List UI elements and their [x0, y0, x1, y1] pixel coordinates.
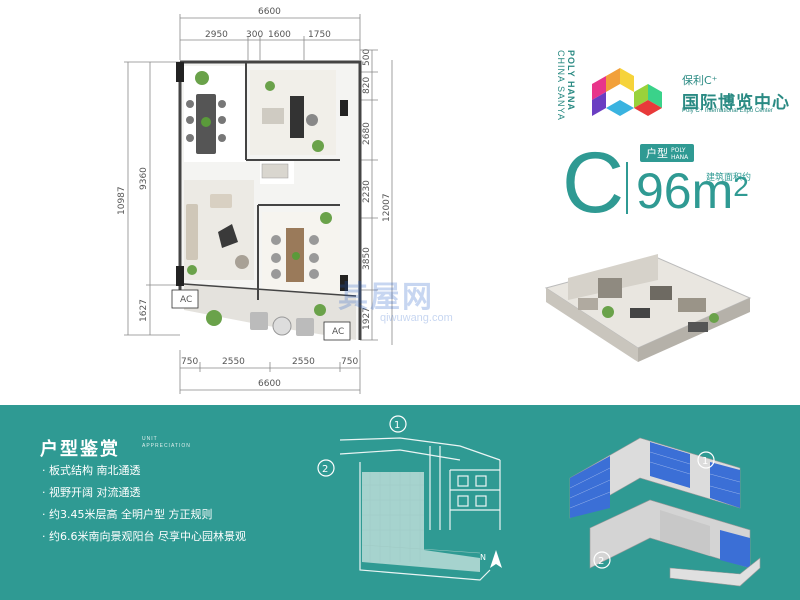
- dim-top-total: 6600: [258, 7, 281, 17]
- brand-logo-mark: [592, 68, 662, 116]
- study-desk: [262, 81, 324, 152]
- dim-top-seg-4: 1750: [308, 30, 331, 40]
- dim-top-seg-1: 2950: [205, 30, 228, 40]
- living-room-sofa: [186, 194, 249, 275]
- dim-bottom-seg-3: 2550: [292, 357, 315, 367]
- features-list: · 板式结构 南北通透 · 视野开阔 对流通透 · 约3.45米层高 全明户型 …: [42, 460, 246, 548]
- unit-area-value: 96m: [636, 163, 734, 219]
- logo-subtitle: Poly C+ International Expo Center: [682, 108, 773, 114]
- dim-right-5: 3850: [362, 247, 372, 270]
- dim-bottom-total: 6600: [258, 379, 281, 389]
- meeting-table: [271, 212, 332, 282]
- feature-item: · 板式结构 南北通透: [42, 464, 141, 477]
- unit-type-letter: C: [562, 135, 625, 231]
- watermark-url: qiwuwang.com: [380, 312, 453, 324]
- floor-plan: 6600 2950 300 1600 1750 10987 9360 1627 …: [117, 7, 393, 394]
- ac-unit-right: AC: [323, 321, 351, 341]
- top-dimensions: [179, 14, 361, 60]
- unit-area-label: 建筑面积约: [706, 173, 752, 183]
- features-title: 户型鉴赏: [40, 439, 120, 460]
- ac-unit-left: AC: [171, 289, 199, 309]
- logo-brand-name: 保利C⁺: [682, 74, 718, 87]
- unit-area-sup: 2: [733, 171, 749, 202]
- building-model-1: [569, 437, 741, 519]
- site-marker-1: 1: [394, 420, 400, 431]
- plant-icon: [195, 71, 209, 85]
- unit-type-badge-label: 户型: [646, 147, 668, 160]
- watermark-text: 其屋网: [338, 280, 434, 315]
- logo-title: 国际博览中心: [682, 93, 790, 113]
- right-dimensions: [360, 49, 393, 345]
- dim-right-6: 1927: [362, 307, 372, 330]
- dim-left-upper: 9360: [139, 167, 149, 190]
- brand-vertical-text: POLY HANA CHINA SANYA: [556, 50, 576, 140]
- brand-vertical-line-1: POLY HANA: [566, 50, 576, 112]
- dim-left-total: 10987: [117, 186, 127, 215]
- feature-item: · 约3.45米层高 全明户型 方正规则: [42, 508, 213, 521]
- left-dimensions: [124, 61, 180, 336]
- dim-left-lower: 1627: [139, 299, 149, 322]
- dim-right-total: 12007: [382, 193, 392, 222]
- site-marker-2: 2: [322, 464, 328, 475]
- site-plan-grid: [361, 472, 481, 572]
- dim-right-4: 2230: [362, 180, 372, 203]
- balcony-furniture: [206, 304, 326, 336]
- bottom-dimensions: [179, 350, 361, 394]
- dim-bottom-seg-1: 750: [181, 357, 198, 367]
- dim-bottom-seg-2: 2550: [222, 357, 245, 367]
- site-plan: 1 2 N: [317, 415, 502, 581]
- building-model-2: [589, 499, 761, 587]
- unit-type-divider: [626, 162, 628, 214]
- dim-right-2: 820: [362, 77, 372, 94]
- building-3d-model: 1 2: [569, 437, 761, 587]
- model-marker-1: 1: [702, 456, 708, 467]
- dim-top-seg-2: 300: [246, 30, 263, 40]
- dim-right-1: 500: [362, 49, 372, 66]
- north-label: N: [480, 553, 486, 562]
- feature-item: · 视野开阔 对流通透: [42, 486, 141, 499]
- feature-item: · 约6.6米南向景观阳台 尽享中心园林景观: [42, 530, 246, 543]
- unit-3d-render: [544, 254, 752, 362]
- dim-bottom-seg-4: 750: [341, 357, 358, 367]
- dim-right-3: 2680: [362, 122, 372, 145]
- ac-label-left: AC: [180, 295, 192, 305]
- dim-top-seg-3: 1600: [268, 30, 291, 40]
- kitchen-counter: [261, 163, 289, 179]
- brand-vertical-line-2: CHINA SANYA: [556, 50, 566, 121]
- unit-area: 96m2: [636, 162, 749, 220]
- north-arrow-icon: N: [480, 550, 502, 568]
- model-marker-2: 2: [598, 556, 604, 567]
- dining-table: [186, 94, 226, 154]
- ac-label-right: AC: [332, 327, 344, 337]
